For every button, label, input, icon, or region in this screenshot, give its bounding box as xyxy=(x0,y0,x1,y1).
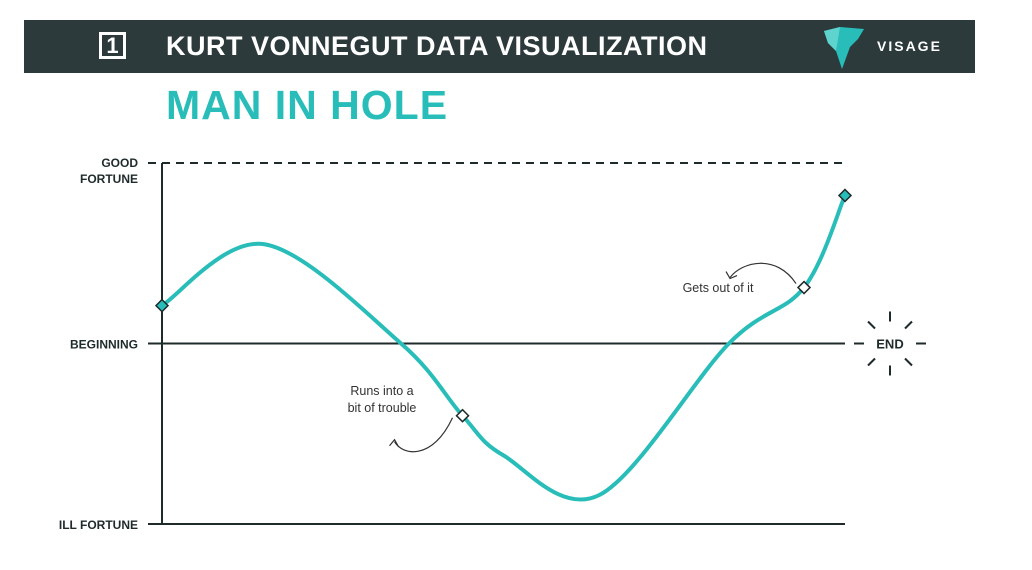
story-curve-0 xyxy=(160,193,847,502)
y-tick-label-2: ILL FORTUNE xyxy=(59,518,138,532)
y-tick-label-line: ILL FORTUNE xyxy=(59,518,138,532)
y-tick-label-1: BEGINNING xyxy=(70,338,138,352)
brand-name: VISAGE xyxy=(877,38,942,54)
chart-title: MAN IN HOLE xyxy=(166,82,449,128)
y-tick-label-0: GOOD FORTUNE xyxy=(80,156,138,186)
annotation-escape-arrow xyxy=(729,262,797,284)
header-title: KURT VONNEGUT DATA VISUALIZATION xyxy=(166,31,708,61)
y-tick-label-line: BEGINNING xyxy=(70,338,138,352)
annotation-trouble-text: Runs into a bit of trouble xyxy=(348,384,417,415)
end-label: END xyxy=(876,337,903,352)
end-burst-ray-5 xyxy=(904,357,913,367)
curve-marker-1 xyxy=(455,408,470,423)
annotation-trouble-line: bit of trouble xyxy=(348,401,417,415)
y-tick-label-line: GOOD xyxy=(101,156,138,170)
annotation-trouble-line: Runs into a xyxy=(350,384,413,398)
header-bar: 1 KURT VONNEGUT DATA VISUALIZATION VISAG… xyxy=(24,20,975,73)
annotation-trouble-arrowhead xyxy=(389,438,400,447)
annotation-escape-text: Gets out of it xyxy=(683,281,754,295)
curve-marker-3 xyxy=(837,188,853,203)
chapter-badge: 1 xyxy=(99,32,126,59)
end-burst-ray-3 xyxy=(904,320,913,330)
y-tick-label-line: FORTUNE xyxy=(80,172,138,186)
annotation-trouble-arrow xyxy=(393,417,454,453)
end-burst-ray-2 xyxy=(867,320,876,330)
annotation-escape-arrowhead xyxy=(725,271,738,280)
curve-marker-0 xyxy=(154,298,170,313)
end-burst-ray-4 xyxy=(867,357,876,367)
visage-logo-icon xyxy=(824,27,864,69)
curve-marker-2 xyxy=(796,280,812,295)
